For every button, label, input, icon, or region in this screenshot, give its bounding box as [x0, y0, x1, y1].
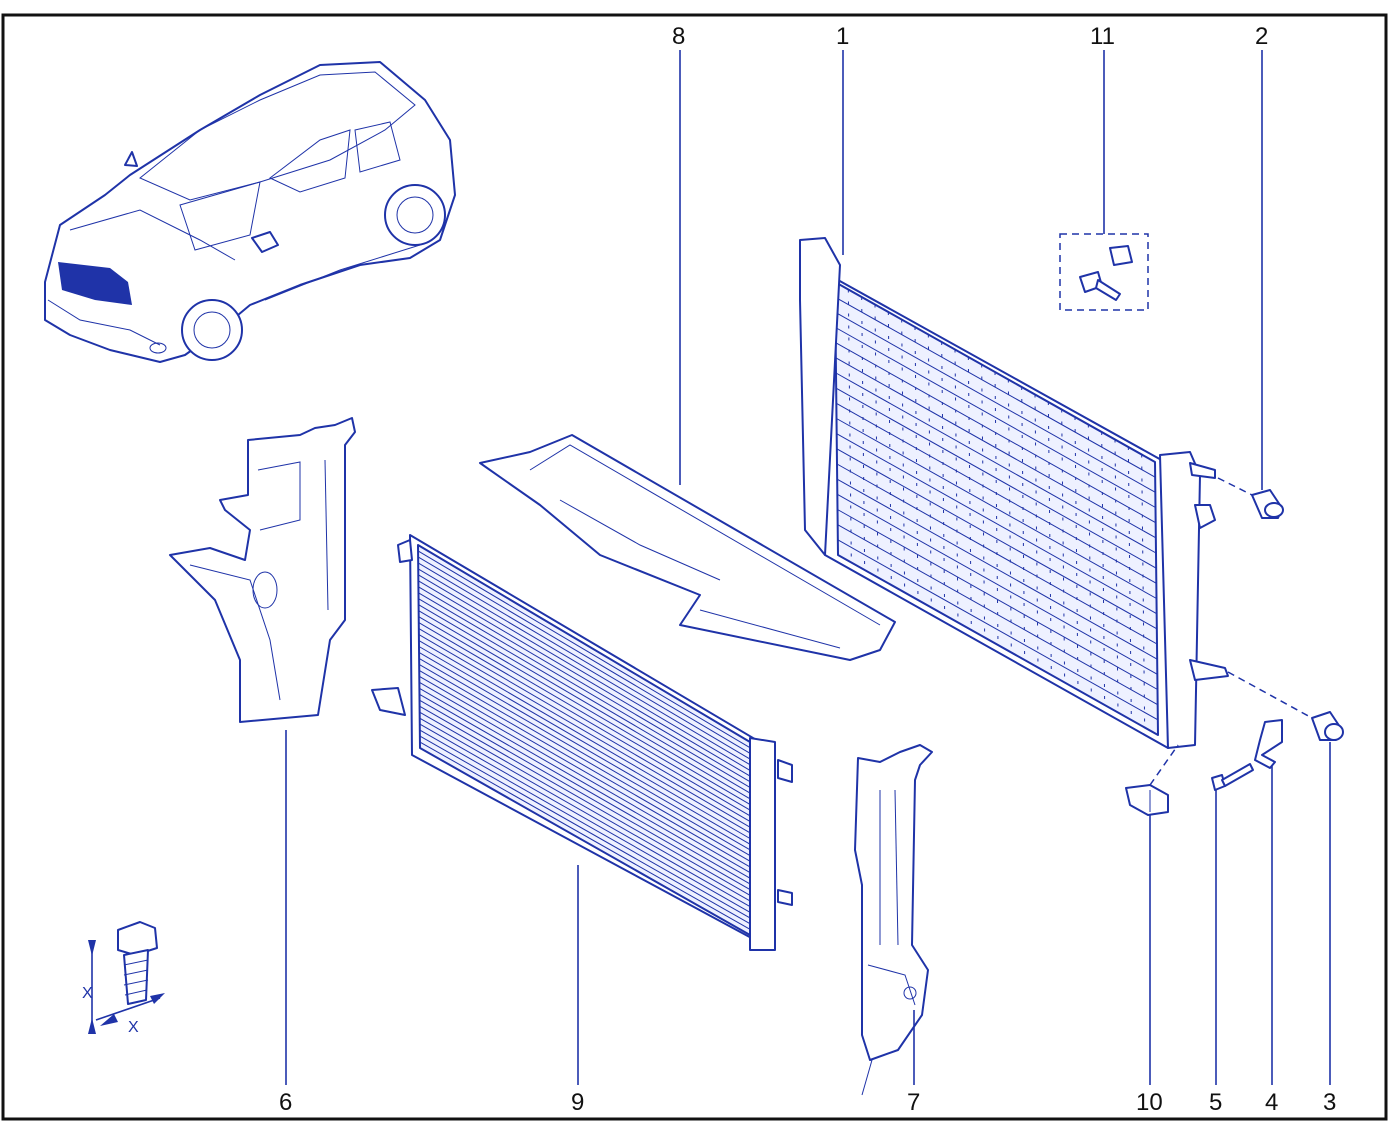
bolt-torque-symbol: X X [82, 921, 165, 1036]
highlighted-cooling-area [58, 262, 132, 305]
core-line [837, 509, 1158, 690]
core-line [835, 387, 1157, 569]
callout-2: 2 [1255, 23, 1268, 50]
condenser-tube [418, 663, 751, 856]
condenser-tube [419, 711, 751, 902]
core-line [836, 433, 1157, 615]
condenser-tube [418, 598, 751, 794]
core-line [835, 357, 1157, 539]
condenser-tube [418, 580, 751, 777]
leader-lines [285, 50, 1331, 1085]
car-illustration [44, 61, 456, 363]
core-line [836, 418, 1157, 599]
condenser-tube [418, 586, 751, 783]
condenser-tube [419, 693, 751, 885]
condenser-tube [418, 669, 751, 862]
bracket [1254, 719, 1283, 769]
condenser-tube [418, 616, 751, 811]
condenser-tube [417, 550, 751, 749]
callout-9: 9 [571, 1089, 584, 1116]
condenser-tube [418, 652, 751, 845]
bolt-dimension-label-vertical: X [82, 985, 93, 1002]
condenser-core [417, 550, 751, 930]
core-line [835, 327, 1156, 508]
callout-4: 4 [1265, 1089, 1278, 1116]
drain-plug [1125, 744, 1179, 816]
hardware-kit [1059, 233, 1149, 311]
condenser-tube [419, 717, 751, 908]
screw [1211, 763, 1254, 791]
core-line [837, 539, 1159, 721]
condenser-tube [418, 592, 751, 788]
callout-6: 6 [279, 1089, 292, 1116]
condenser-tube [418, 634, 751, 828]
condenser-tube [419, 675, 751, 868]
air-deflector [479, 434, 896, 661]
condenser-tube [418, 646, 751, 839]
callout-8: 8 [672, 23, 685, 50]
radiator [799, 237, 1229, 749]
radiator-core [834, 289, 1159, 728]
condenser-tube [418, 610, 751, 805]
callout-1: 1 [836, 23, 849, 50]
core-line [836, 478, 1158, 660]
condenser-tube [418, 622, 751, 817]
condenser-tube [419, 705, 751, 896]
condenser-tube [419, 687, 751, 879]
condenser-tube [419, 723, 751, 913]
core-line [834, 296, 1156, 478]
condenser-tube [419, 729, 751, 919]
callout-3: 3 [1323, 1089, 1336, 1116]
lower-buffer [1227, 671, 1344, 741]
core-line [837, 493, 1158, 675]
callout-numbers: 1 2 3 4 5 6 7 8 9 10 11 [279, 23, 1336, 1116]
condenser-tube [419, 741, 751, 930]
core-line [836, 448, 1158, 630]
left-air-guide [169, 417, 356, 723]
upper-buffer [1217, 477, 1284, 519]
condenser-tube [418, 628, 751, 822]
bolt-dimension-label-horizontal: X [128, 1019, 139, 1036]
callout-10: 10 [1136, 1089, 1163, 1116]
condenser-tube [418, 604, 751, 800]
core-line [835, 372, 1157, 554]
condenser-tube [419, 699, 751, 891]
condenser-tube [418, 640, 751, 834]
right-air-guide [854, 744, 933, 1096]
condenser-tube [419, 681, 751, 873]
callout-5: 5 [1209, 1089, 1222, 1116]
condenser [371, 534, 793, 951]
condenser-tube [418, 658, 751, 851]
condenser-tube [417, 568, 751, 766]
condenser-tube [417, 562, 751, 760]
core-line [835, 311, 1156, 493]
condenser-tube [417, 556, 751, 754]
callout-11: 11 [1090, 23, 1115, 50]
callout-7: 7 [907, 1089, 920, 1116]
condenser-tube [419, 735, 751, 925]
condenser-tube [418, 574, 751, 771]
